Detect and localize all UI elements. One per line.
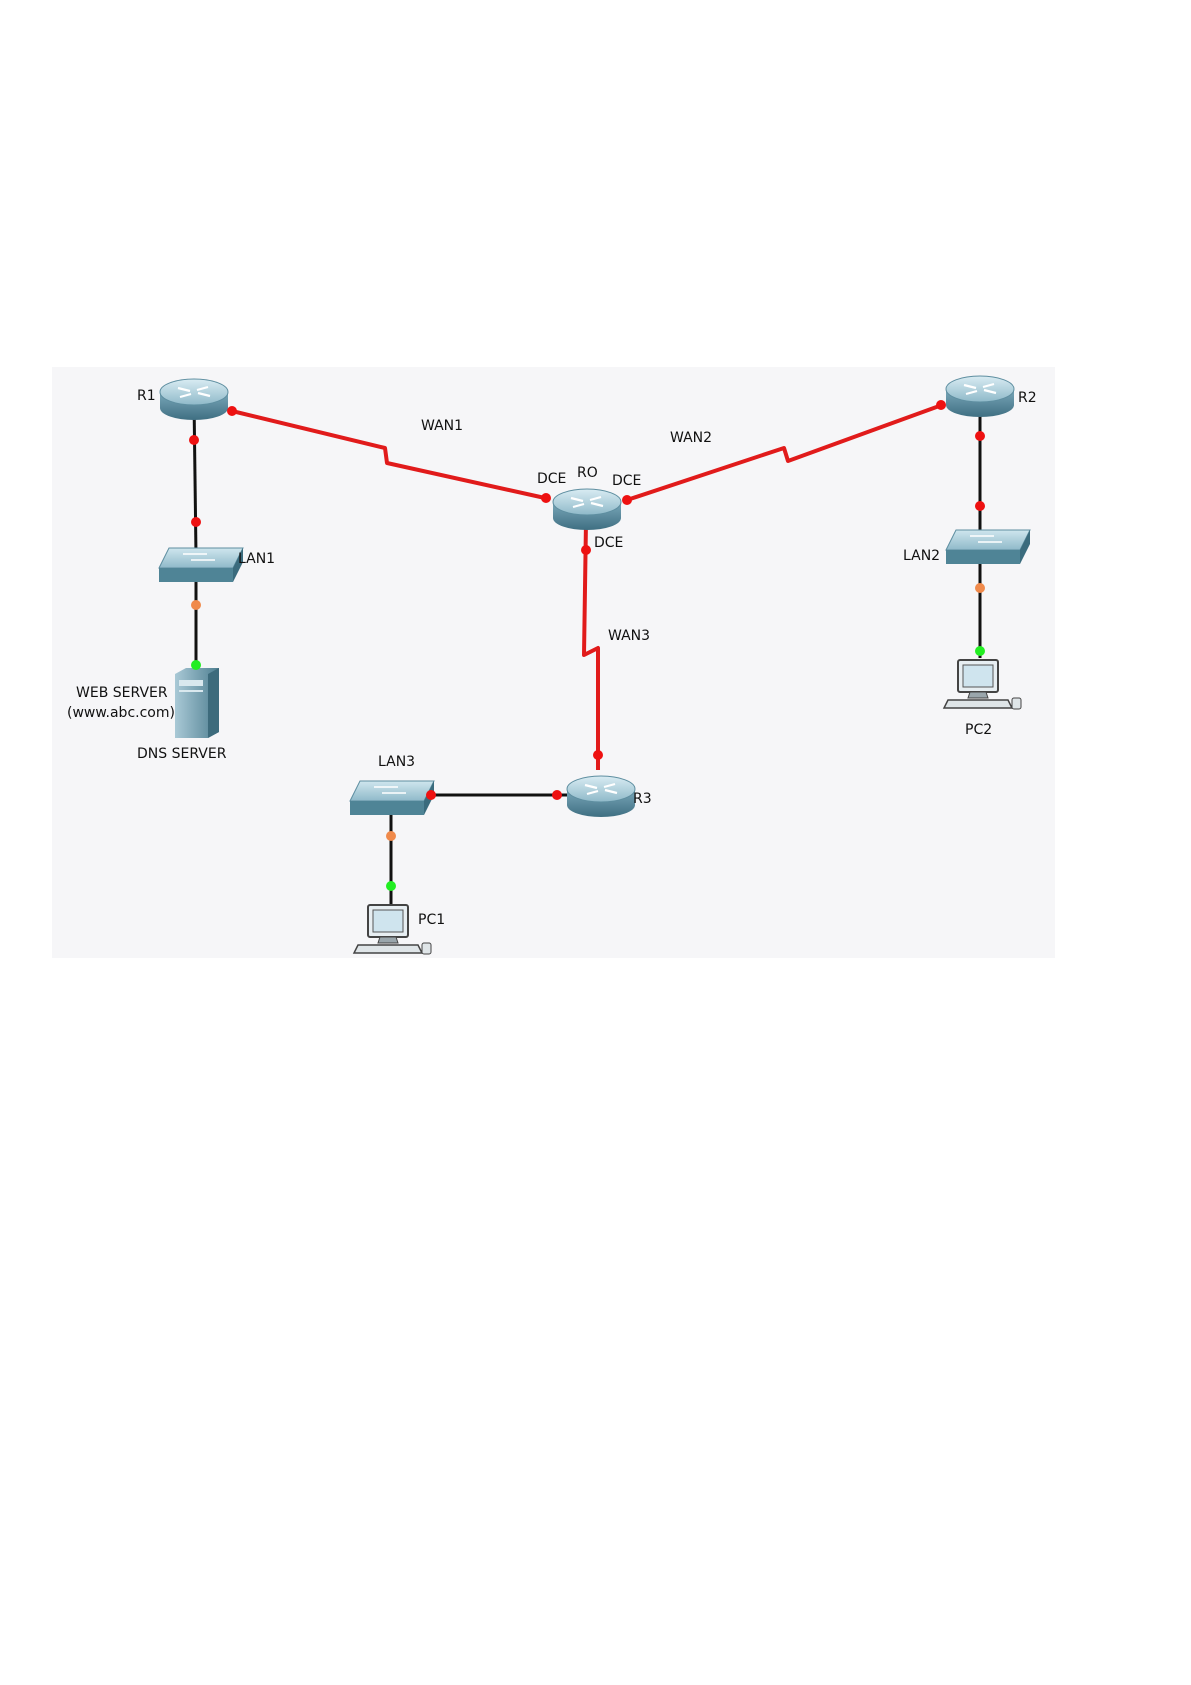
- port-r0-wan1: [541, 493, 551, 503]
- label-lan2: LAN2: [903, 548, 940, 564]
- server-icon[interactable]: [175, 668, 219, 738]
- port-r2-lan: [975, 431, 985, 441]
- port-pc2: [975, 646, 985, 656]
- label-lan1: LAN1: [238, 551, 275, 567]
- router-r0[interactable]: [553, 489, 621, 530]
- label-wan2: WAN2: [670, 430, 712, 446]
- label-wan1: WAN1: [421, 418, 463, 434]
- label-r2: R2: [1018, 390, 1037, 406]
- port-lan2-pc2: [975, 583, 985, 593]
- port-r0-wan2: [622, 495, 632, 505]
- port-lan2-r2: [975, 501, 985, 511]
- port-r0-wan3: [581, 545, 591, 555]
- label-r0: RO: [577, 465, 598, 481]
- port-lan3-pc1: [386, 831, 396, 841]
- router-r2[interactable]: [946, 376, 1014, 417]
- switch-lan1[interactable]: [159, 548, 243, 582]
- port-lan1-server: [191, 600, 201, 610]
- label-r1: R1: [137, 388, 156, 404]
- label-dce-wan2: DCE: [612, 473, 641, 489]
- router-r3[interactable]: [567, 776, 635, 817]
- switch-lan3[interactable]: [350, 781, 434, 815]
- port-r3-lan: [552, 790, 562, 800]
- diagram-canvas-panel: [52, 367, 1055, 958]
- link-r1-lan1: [194, 400, 196, 555]
- label-wan3: WAN3: [608, 628, 650, 644]
- port-r2-wan2: [936, 400, 946, 410]
- label-lan3: LAN3: [378, 754, 415, 770]
- switch-lan2[interactable]: [946, 530, 1030, 564]
- label-r3: R3: [633, 791, 652, 807]
- label-dce-wan3: DCE: [594, 535, 623, 551]
- label-pc1: PC1: [418, 912, 445, 928]
- port-r1-lan: [189, 435, 199, 445]
- label-web-server-url: (www.abc.com): [67, 705, 175, 721]
- label-dce-wan1: DCE: [537, 471, 566, 487]
- port-pc1: [386, 881, 396, 891]
- port-lan3-r3: [426, 790, 436, 800]
- port-r3-wan3: [593, 750, 603, 760]
- label-web-server: WEB SERVER: [76, 685, 168, 701]
- port-server: [191, 660, 201, 670]
- label-dns-server: DNS SERVER: [137, 746, 227, 762]
- port-lan1-r1: [191, 517, 201, 527]
- router-r1[interactable]: [160, 379, 228, 420]
- label-pc2: PC2: [965, 722, 992, 738]
- port-r1-wan1: [227, 406, 237, 416]
